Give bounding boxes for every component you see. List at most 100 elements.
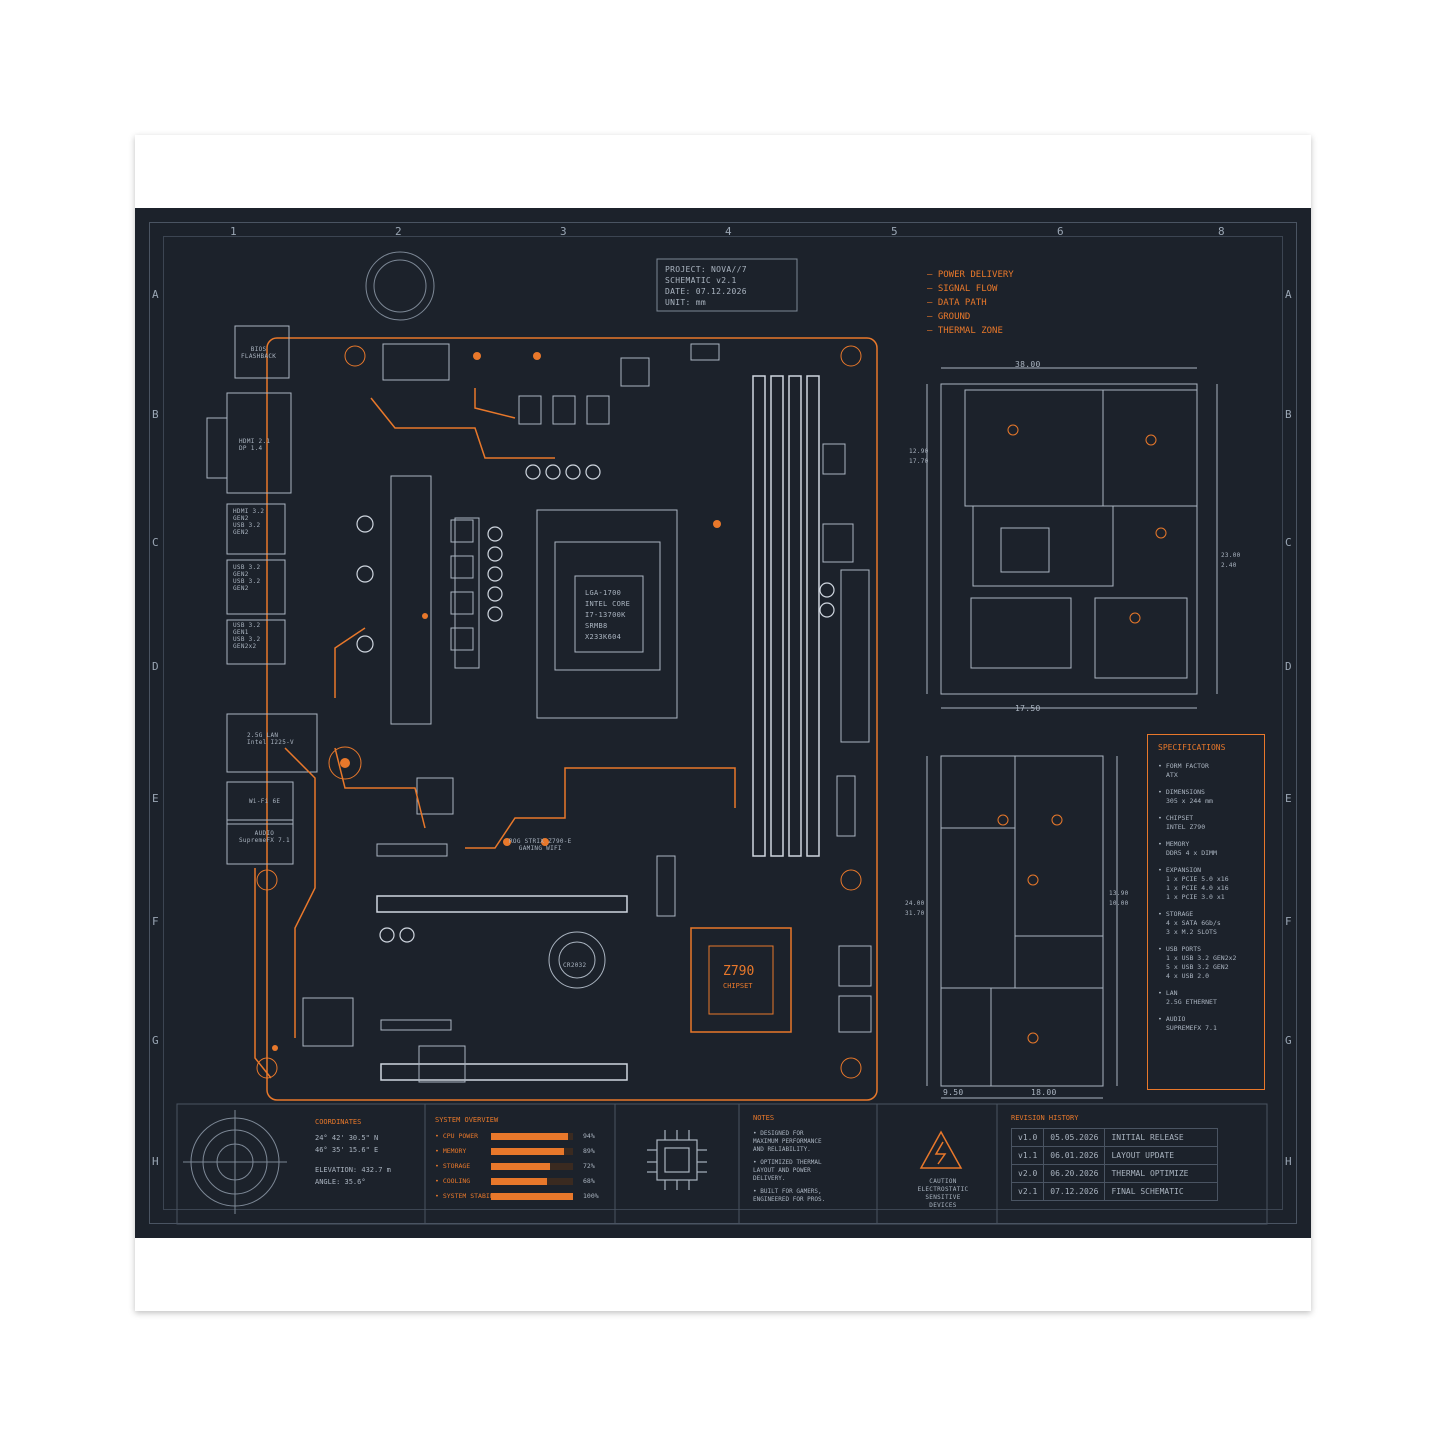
coordinates-angle: ANGLE: 35.6°: [315, 1178, 366, 1186]
legend-item: — THERMAL ZONE: [927, 326, 1003, 336]
io-audio-label: AUDIO SupremeFX 7.1: [239, 830, 290, 844]
dim-label: 24.00: [905, 900, 925, 907]
overview-label: • COOLING: [435, 1177, 471, 1185]
io-usb-label: USB 3.2 GEN2 USB 3.2 GEN2: [233, 564, 261, 592]
note-item: • BUILT FOR GAMERS, ENGINEERED FOR PROS.: [753, 1188, 826, 1203]
revision-desc: INITIAL RELEASE: [1104, 1128, 1219, 1147]
inner-frame: [163, 236, 1283, 1210]
overview-value: 89%: [583, 1147, 595, 1155]
io-lan-label: 2.5G LAN Intel I225-V: [247, 732, 294, 746]
coordinates-panel: COORDINATES 24° 42' 30.5" N 46° 35' 15.6…: [315, 1116, 391, 1188]
spec-value: DDR5 4 x DIMM: [1166, 849, 1217, 857]
overview-bar: [491, 1148, 573, 1155]
spec-value: SUPREMEFX 7.1: [1166, 1024, 1217, 1032]
overview-bar: [491, 1193, 573, 1200]
grid-row: E: [1285, 792, 1292, 805]
grid-col: 2: [395, 225, 402, 238]
spec-label: • FORM FACTOR: [1158, 762, 1209, 770]
overview-label: • SYSTEM STABILITY: [435, 1192, 506, 1200]
spec-label: • MEMORY: [1158, 840, 1190, 848]
revision-date: 06.01.2026: [1043, 1146, 1106, 1165]
legend-item: — DATA PATH: [927, 298, 987, 308]
chipset-name: Z790: [723, 964, 755, 979]
overview-value: 94%: [583, 1132, 595, 1140]
spec-value: 5 x USB 3.2 GEN2: [1166, 963, 1229, 971]
revision-desc: THERMAL OPTIMIZE: [1104, 1164, 1219, 1183]
system-overview-title: SYSTEM OVERVIEW: [435, 1116, 499, 1124]
spec-value: 4 x USB 2.0: [1166, 972, 1210, 980]
grid-row: G: [152, 1034, 159, 1047]
overview-bar-fill: [491, 1163, 551, 1170]
revision-date: 06.20.2026: [1043, 1164, 1106, 1183]
spec-value: 1 x PCIE 3.0 x1: [1166, 893, 1225, 901]
cpu-line: SRMB8: [585, 622, 608, 630]
spec-value: 1 x USB 3.2 GEN2x2: [1166, 954, 1237, 962]
dim-label: 38.00: [1015, 360, 1041, 369]
revision-date: 07.12.2026: [1043, 1182, 1106, 1201]
system-overview-row: • MEMORY 89%: [435, 1147, 605, 1162]
overview-bar: [491, 1133, 573, 1140]
spec-value: 1 x PCIE 5.0 x16: [1166, 875, 1229, 883]
dim-label: 31.70: [905, 910, 925, 917]
dim-label: 23.00: [1221, 552, 1241, 559]
project-line: PROJECT: NOVA//7: [665, 265, 747, 274]
legend-item: — GROUND: [927, 312, 971, 322]
board-name: ROG STRIX Z790-E GAMING WIFI: [509, 838, 572, 852]
io-bios-label: BIOS FLASHBACK: [241, 346, 277, 360]
overview-bar-fill: [491, 1193, 573, 1200]
grid-col: 3: [560, 225, 567, 238]
grid-col: 8: [1218, 225, 1225, 238]
grid-row: A: [152, 288, 159, 301]
spec-value: ATX: [1166, 771, 1178, 779]
grid-row: F: [1285, 915, 1292, 928]
overview-bar: [491, 1163, 573, 1170]
notes-title: NOTES: [753, 1114, 775, 1122]
cpu-line: LGA-1700: [585, 589, 622, 597]
dim-label: 17.50: [1015, 704, 1041, 713]
revision-version: v1.0: [1010, 1128, 1045, 1147]
grid-col: 6: [1057, 225, 1064, 238]
grid-row: C: [1285, 536, 1292, 549]
spec-label: • LAN: [1158, 989, 1178, 997]
grid-row: B: [152, 408, 159, 421]
io-hdmi-label: HDMI 2.1 DP 1.4: [239, 438, 271, 452]
project-line: UNIT: mm: [665, 298, 706, 307]
grid-col: 4: [725, 225, 732, 238]
overview-bar-fill: [491, 1178, 547, 1185]
legend: — POWER DELIVERY — SIGNAL FLOW — DATA PA…: [927, 268, 1014, 338]
overview-label: • MEMORY: [435, 1147, 467, 1155]
overview-value: 100%: [583, 1192, 599, 1200]
legend-item: — SIGNAL FLOW: [927, 284, 998, 294]
project-box: PROJECT: NOVA//7 SCHEMATIC v2.1 DATE: 07…: [665, 264, 747, 308]
grid-row: B: [1285, 408, 1292, 421]
revision-title: REVISION HISTORY: [1011, 1114, 1079, 1122]
grid-row: F: [152, 915, 159, 928]
grid-row: H: [1285, 1155, 1292, 1168]
io-wifi-label: Wi-Fi 6E: [249, 798, 281, 805]
system-overview-row: • COOLING 68%: [435, 1177, 605, 1192]
note-item: • OPTIMIZED THERMAL LAYOUT AND POWER DEL…: [753, 1159, 822, 1182]
overview-value: 68%: [583, 1177, 595, 1185]
io-usb-label: USB 3.2 GEN1 USB 3.2 GEN2x2: [233, 622, 261, 650]
grid-col: 5: [891, 225, 898, 238]
revision-version: v2.1: [1010, 1182, 1045, 1201]
dim-label: 17.70: [909, 458, 929, 465]
dim-label: 9.50: [943, 1088, 964, 1097]
